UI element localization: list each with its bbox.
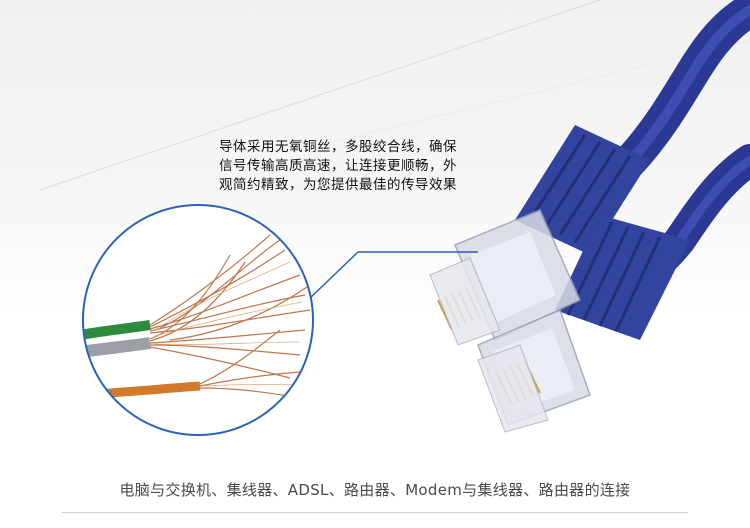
feature-description: 导体采用无氧铜丝，多股绞合线，确保 信号传输高质高速，让连接更顺畅，外 观简约精… [219,138,499,195]
cable-boot-top [515,125,650,255]
usage-caption: 电脑与交换机、集线器、ADSL、路由器、Modem与集线器、路由器的连接 [119,481,631,499]
description-line-3: 观简约精致，为您提供最佳的传导效果 [219,177,457,193]
rj45-plug-bottom [477,308,591,433]
magnifier-ring [82,204,314,436]
rj45-plug-top [429,209,581,346]
bottom-divider [62,512,688,513]
callout-line [307,251,359,301]
light-streak [39,0,601,191]
light-streak [299,39,750,151]
description-line-1: 导体采用无氧铜丝，多股绞合线，确保 [219,139,457,155]
magnified-copper-strands [82,204,314,436]
description-line-2: 信号传输高质高速，让连接更顺畅，外 [219,158,457,174]
